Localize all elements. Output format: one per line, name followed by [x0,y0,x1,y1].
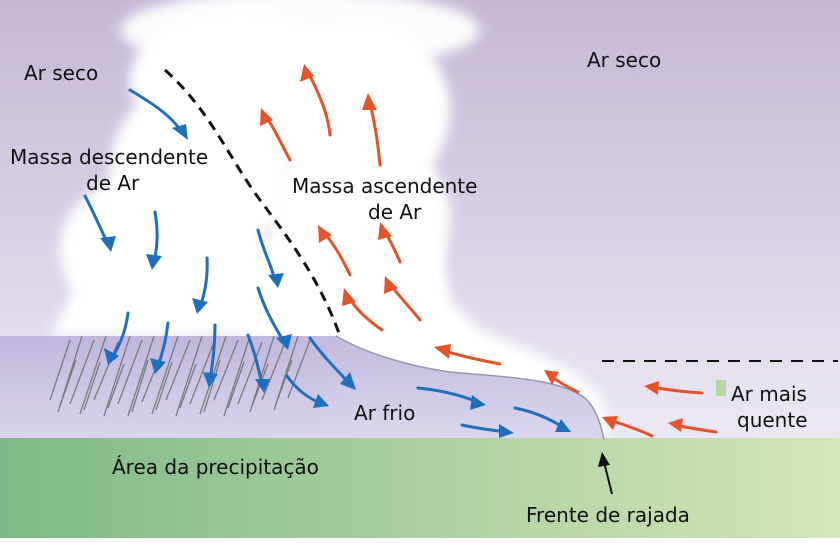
arrowhead [172,124,188,140]
arrowhead [268,273,284,288]
label-gust-front: Frente de rajada [526,503,690,527]
label-updraft-line1: Massa ascendente [292,174,477,198]
arrowhead [384,276,398,294]
arrowhead [644,381,659,395]
cold-air-pool [0,336,604,440]
arrowhead [255,379,270,393]
arrowhead [203,372,218,388]
updraft-arrowheads [260,64,683,432]
arrowhead [150,358,166,374]
downdraft-arrowheads [100,124,571,438]
arrowhead [300,64,314,82]
downdraft-updraft-boundary [164,68,342,337]
arrowhead [100,236,116,252]
label-cold-air: Ar frio [354,401,415,425]
arrowhead [260,108,273,126]
label-warm-air-line2: quente [737,408,808,432]
arrowhead [668,418,683,432]
ground [0,438,840,538]
arrowhead [470,395,486,410]
arrowhead [192,298,208,314]
arrowhead [318,225,332,243]
gust-front-pointer [598,452,613,495]
arrowhead [313,394,329,408]
label-precipitation-area: Área da precipitação [112,455,319,479]
arrowhead [276,334,292,350]
arrowhead [146,254,162,270]
arrowhead [555,419,571,432]
label-dry-air-left: Ar seco [24,61,98,85]
arrowhead [340,372,356,390]
arrowhead [362,93,377,110]
label-downdraft-line2: de Ar [86,171,140,195]
arrowhead [104,348,119,365]
arrowhead [602,416,618,430]
rain-streaks [49,336,311,417]
updraft-arrow [306,70,332,137]
arrowhead [342,288,356,306]
warm-air-marker [716,380,726,396]
arrowhead [378,222,392,240]
label-updraft-line2: de Ar [368,200,422,224]
label-downdraft-line1: Massa descendente [10,145,208,169]
arrowhead [499,424,514,438]
label-dry-air-right: Ar seco [587,48,661,72]
arrowhead [598,452,610,467]
cold-pool-boundary-line [335,335,605,441]
arrowhead [434,344,451,359]
label-warm-air-line1: Ar mais [731,382,807,406]
arrowhead [544,370,559,385]
